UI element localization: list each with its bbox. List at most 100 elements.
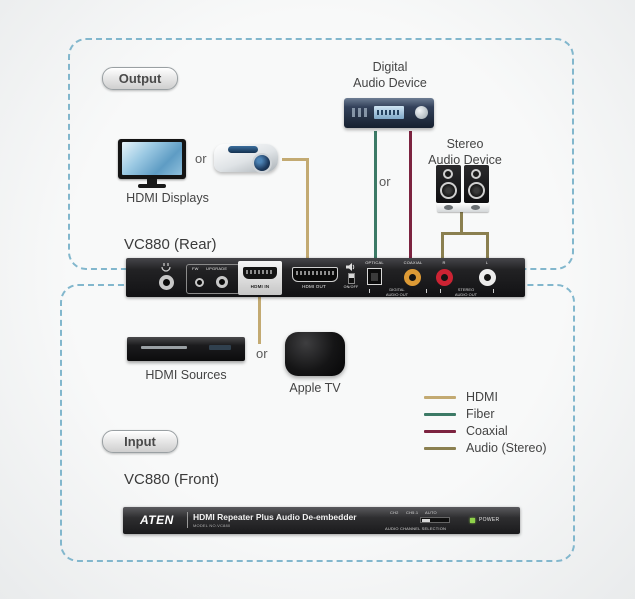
power-label: POWER <box>479 517 500 523</box>
rca-r-label: R <box>442 260 446 265</box>
vc880-rear-panel: FW UPGRADE HDMI IN HDMI OUT ON/OFF OPTIC… <box>126 258 525 297</box>
legend-label-coaxial: Coaxial <box>466 424 508 438</box>
speaker-woofer <box>468 182 485 199</box>
digital-audio-out-line1: DIGITAL <box>389 287 405 292</box>
dvd-player-body <box>127 337 245 361</box>
digital-audio-out-label: DIGITAL AUDIO OUT <box>367 287 427 297</box>
legend-item-fiber: Fiber <box>424 407 494 421</box>
ch2-label: CH2 <box>390 510 399 515</box>
tv-screen <box>122 142 182 175</box>
hdmi-displays-label: HDMI Displays <box>126 191 209 205</box>
speakers-base <box>437 203 489 212</box>
legend-item-coaxial: Coaxial <box>424 424 508 438</box>
or-label-displays: or <box>195 151 207 166</box>
dvd-display <box>209 345 231 350</box>
digital-audio-out-line2: AUDIO OUT <box>385 291 409 297</box>
hdmi-in-module: HDMI IN <box>238 261 282 295</box>
hdmi-pins <box>296 271 334 275</box>
speaker-icon <box>346 263 355 271</box>
optical-port-inner <box>371 273 378 281</box>
legend-swatch-fiber <box>424 412 456 416</box>
av-receiver-display-text <box>377 110 401 115</box>
legend-item-hdmi: HDMI <box>424 390 498 404</box>
speaker-tweeter <box>471 169 481 179</box>
model-number: MODEL NO.VC880 <box>193 523 231 528</box>
hdmi-in-connector <box>243 267 277 279</box>
output-section-label: Output <box>102 67 178 90</box>
front-panel-title: VC880 (Front) <box>124 471 220 488</box>
vc880-front-panel: ATEN HDMI Repeater Plus Audio De-embedde… <box>123 507 520 534</box>
legend-swatch-audio-stereo <box>424 446 456 450</box>
fw-upgrade-group: FW UPGRADE <box>186 264 240 294</box>
rca-l-label: L <box>485 260 489 265</box>
legend-label-hdmi: HDMI <box>466 390 498 404</box>
upgrade-label: UPGRADE <box>206 266 228 271</box>
dvd-player-icon <box>127 337 245 361</box>
tv-neck <box>147 179 157 184</box>
audio-line-left-channel <box>486 232 489 259</box>
coaxial-port <box>404 269 421 286</box>
digital-out-bracket <box>369 289 427 293</box>
coaxial-label: COAXIAL <box>403 260 423 265</box>
speaker-left <box>436 165 461 203</box>
ch51-label: CH5.1 <box>406 510 419 515</box>
rear-panel-title: VC880 (Rear) <box>124 236 217 253</box>
onoff-label: ON/OFF <box>343 285 359 289</box>
hdmi-out-connector <box>292 267 338 282</box>
av-receiver-icon <box>344 98 434 128</box>
stereo-l-port <box>479 269 496 286</box>
legend-label-audio-stereo: Audio (Stereo) <box>466 441 547 455</box>
stereo-r-port <box>436 269 453 286</box>
product-name: HDMI Repeater Plus Audio De-embedder <box>193 512 357 522</box>
fw-label: FW <box>192 266 199 271</box>
tv-base <box>138 184 166 188</box>
front-panel-divider <box>187 512 188 528</box>
fw-jack <box>195 278 204 287</box>
tv-frame <box>118 139 186 179</box>
dc-power-jack <box>159 275 174 290</box>
legend-swatch-hdmi <box>424 395 456 399</box>
legend-swatch-coaxial <box>424 429 456 433</box>
hdmi-sources-label: HDMI Sources <box>145 368 227 382</box>
apple-tv-icon <box>285 332 345 376</box>
speaker-woofer <box>440 182 457 199</box>
stereo-audio-device-label-line2: Audio Device <box>428 152 502 167</box>
legend-label-fiber: Fiber <box>466 407 495 421</box>
projector-top-stripe <box>228 146 258 153</box>
speaker-foot <box>471 205 480 210</box>
or-label-digital: or <box>379 174 391 189</box>
projector-lens <box>252 153 272 173</box>
digital-audio-device-label-line2: Audio Device <box>353 75 427 90</box>
hdmi-line-horizontal <box>282 158 309 161</box>
aten-logo: ATEN <box>140 513 174 527</box>
hdmi-line-from-hdmi-in <box>258 297 261 344</box>
hdmi-in-label: HDMI IN <box>250 284 270 289</box>
stereo-audio-device-label-line1: Stereo <box>446 137 484 151</box>
upgrade-jack <box>216 276 228 288</box>
projector-icon <box>214 144 278 174</box>
fiber-line <box>374 131 377 259</box>
speaker-tweeter <box>443 169 453 179</box>
av-receiver-knob <box>415 106 428 119</box>
speaker-foot <box>444 205 453 210</box>
stereo-audio-out-line2: AUDIO OUT <box>454 291 478 297</box>
digital-audio-device-label-line1: Digital <box>372 60 408 74</box>
hdmi-pins <box>246 270 274 274</box>
optical-port <box>367 268 382 285</box>
audio-line-split <box>441 232 489 235</box>
onoff-switch <box>348 273 355 284</box>
audio-channel-slider <box>420 517 450 523</box>
speakers-icon <box>436 163 490 212</box>
auto-label: AUTO <box>425 510 437 515</box>
optical-label: OPTICAL <box>365 260 384 265</box>
legend-item-audio-stereo: Audio (Stereo) <box>424 441 547 455</box>
av-receiver-buttons <box>352 108 368 117</box>
audio-channel-slider-knob <box>422 519 430 522</box>
audio-channel-selection-label: AUDIO CHANNEL SELECTION <box>385 526 447 531</box>
audio-line-stem <box>460 211 463 234</box>
speaker-right <box>464 165 489 203</box>
stereo-audio-out-line1: STEREO <box>457 287 475 292</box>
coaxial-line <box>409 131 412 259</box>
hdmi-out-label: HDMI OUT <box>302 284 326 289</box>
